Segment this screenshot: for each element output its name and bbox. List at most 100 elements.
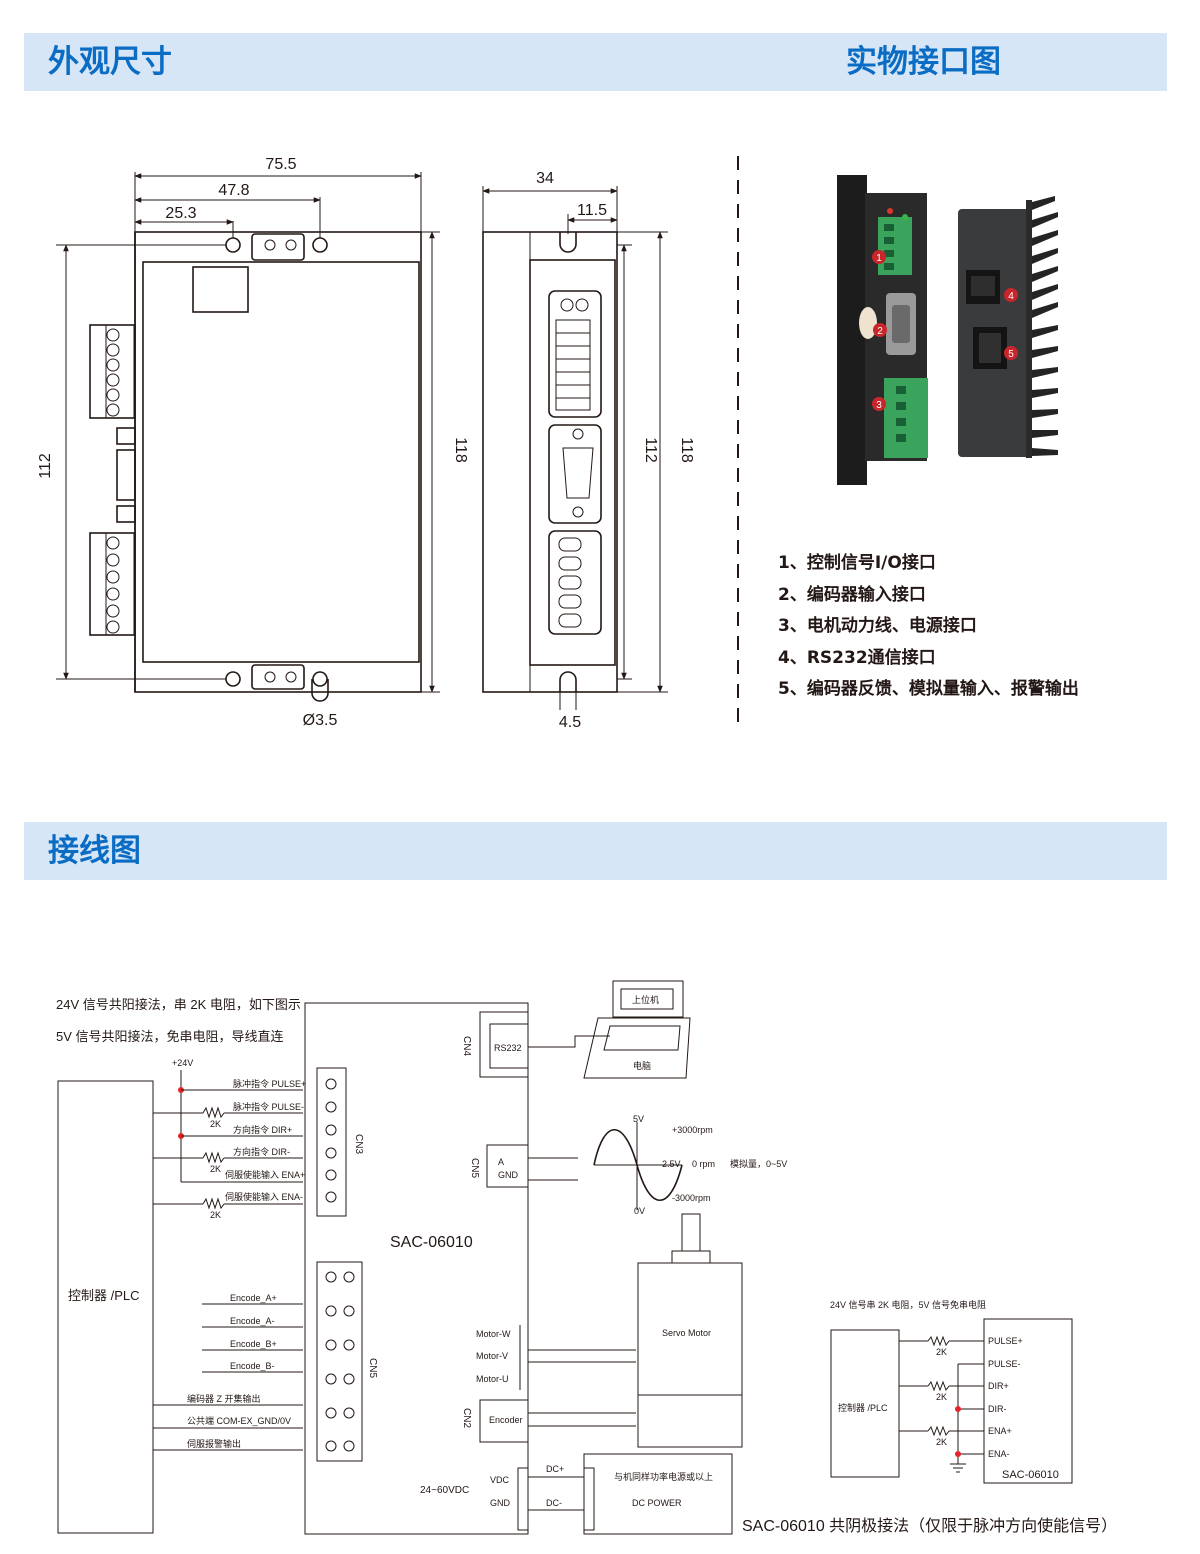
svg-text:DIR+: DIR+ bbox=[988, 1381, 1009, 1391]
photo-heatsink-fins bbox=[1032, 196, 1058, 456]
svg-text:伺服报警输出: 伺服报警输出 bbox=[187, 1438, 241, 1449]
svg-text:脉冲指令 PULSE-: 脉冲指令 PULSE- bbox=[233, 1101, 304, 1112]
section-header-dimensions: 外观尺寸 实物接口图 bbox=[24, 33, 1167, 91]
controller-label: 控制器 /PLC bbox=[68, 1288, 140, 1303]
svg-text:伺服使能输入 ENA+: 伺服使能输入 ENA+ bbox=[225, 1169, 305, 1180]
front-hole-top-right bbox=[312, 237, 328, 253]
interface-item-4: 4、RS232通信接口 bbox=[778, 647, 936, 668]
svg-text:GND: GND bbox=[498, 1170, 519, 1180]
svg-text:Encode_A+: Encode_A+ bbox=[230, 1293, 277, 1303]
cn5-signal-labels: Encode_A+ Encode_A- Encode_B+ Encode_B- … bbox=[187, 1293, 291, 1449]
rpm-neg-label: -3000rpm bbox=[672, 1193, 711, 1203]
svg-text:脉冲指令 PULSE+: 脉冲指令 PULSE+ bbox=[233, 1078, 306, 1089]
drive-model: SAC-06010 bbox=[390, 1234, 473, 1251]
svg-text:A: A bbox=[498, 1157, 504, 1167]
inset-controller-box bbox=[830, 1329, 900, 1478]
servo-motor-label: Servo Motor bbox=[662, 1328, 711, 1338]
servo-motor-body bbox=[637, 1262, 743, 1448]
analog-wave bbox=[593, 1122, 683, 1210]
dim-side-slot-offset: 11.5 bbox=[577, 202, 607, 219]
interface-legend: 1、控制信号I/O接口 2、编码器输入接口 3、电机动力线、电源接口 4、RS2… bbox=[778, 548, 1138, 706]
interface-item-1: 1、控制信号I/O接口 bbox=[778, 553, 936, 573]
encoder-port bbox=[479, 1399, 529, 1443]
dc-power-label: DC POWER bbox=[632, 1498, 682, 1508]
rs232-label: RS232 bbox=[494, 1043, 522, 1053]
inset-controller-label: 控制器 /PLC bbox=[838, 1402, 888, 1413]
analog-port bbox=[486, 1144, 529, 1188]
front-terminal-bottom bbox=[89, 532, 136, 636]
cn5-connector bbox=[316, 1261, 363, 1462]
dim-front-hole-spacing: 47.8 bbox=[218, 182, 249, 199]
photo-terminal-1 bbox=[878, 217, 912, 275]
drive-box bbox=[304, 1002, 529, 1535]
wiring-note-1: 24V 信号共阳接法，串 2K 电阻，如下图示 bbox=[56, 997, 301, 1012]
pc-icon: 上位机 电脑 bbox=[583, 980, 691, 1079]
svg-text:2K: 2K bbox=[936, 1347, 947, 1357]
dim-side-height-outer: 118 bbox=[678, 437, 695, 463]
controller-box bbox=[57, 1080, 154, 1534]
svg-text:Encode_B-: Encode_B- bbox=[230, 1361, 275, 1371]
marker-4: 4 bbox=[1008, 291, 1014, 302]
svg-text:ENA-: ENA- bbox=[988, 1449, 1010, 1459]
resistor-label-3: 2K bbox=[210, 1210, 221, 1220]
svg-text:Encode_A-: Encode_A- bbox=[230, 1316, 275, 1326]
cn2-label: CN2 bbox=[461, 1408, 472, 1428]
inset-caption: SAC-06010 共阴极接法（仅限于脉冲方向使能信号） bbox=[742, 1517, 1117, 1535]
front-hole-top-left bbox=[225, 237, 241, 253]
cn5b-label: CN5 bbox=[469, 1158, 480, 1178]
front-view: 75.5 47.8 25.3 112 118 Ø3.5 bbox=[37, 156, 469, 729]
svg-text:Encode_B+: Encode_B+ bbox=[230, 1339, 277, 1349]
photo-title: 实物接口图 bbox=[846, 44, 1001, 80]
inset-diagram: 24V 信号串 2K 电阻，5V 信号免串电阻 控制器 /PLC 2K 2K 2… bbox=[742, 1299, 1117, 1535]
dc-plus-label: DC+ bbox=[546, 1464, 564, 1474]
motor-v-label: Motor-V bbox=[476, 1351, 508, 1361]
marker-1: 1 bbox=[876, 253, 882, 264]
dim-front-hole-offset: 25.3 bbox=[165, 205, 196, 222]
dim-side-depth: 34 bbox=[536, 170, 554, 187]
svg-text:伺服使能输入 ENA-: 伺服使能输入 ENA- bbox=[225, 1191, 303, 1202]
wiring-title: 接线图 bbox=[48, 833, 141, 869]
front-label-window bbox=[192, 266, 249, 313]
front-outline bbox=[134, 231, 422, 693]
gnd-label: GND bbox=[490, 1498, 511, 1508]
product-photo: 1 2 3 4 5 bbox=[837, 175, 1058, 485]
marker-3: 3 bbox=[876, 400, 882, 411]
v5-label: 5V bbox=[633, 1114, 644, 1124]
cn3-connector bbox=[316, 1067, 347, 1217]
svg-text:公共端 COM-EX_GND/0V: 公共端 COM-EX_GND/0V bbox=[187, 1415, 291, 1426]
interface-item-5: 5、编码器反馈、模拟量输入、报警输出 bbox=[778, 679, 1079, 699]
analog-note: 模拟量，0~5V bbox=[730, 1158, 787, 1169]
v25-label: 2.5V bbox=[662, 1159, 681, 1169]
photo-markers: 1 2 3 4 5 bbox=[872, 250, 1018, 411]
pc-top-label: 上位机 bbox=[632, 994, 659, 1005]
svg-text:方向指令 DIR+: 方向指令 DIR+ bbox=[233, 1124, 292, 1135]
dc-power-box bbox=[583, 1453, 733, 1535]
section-header-wiring: 接线图 bbox=[24, 822, 1167, 880]
svg-text:方向指令 DIR-: 方向指令 DIR- bbox=[233, 1146, 290, 1157]
vdc-label: VDC bbox=[490, 1475, 510, 1485]
rs232-port bbox=[489, 1023, 529, 1069]
dim-front-height-outer: 118 bbox=[452, 437, 469, 463]
cn3-label: CN3 bbox=[353, 1134, 364, 1154]
cn4-label: CN4 bbox=[461, 1036, 472, 1056]
front-panel bbox=[142, 261, 420, 663]
inset-drive-box bbox=[983, 1318, 1073, 1484]
inset-note: 24V 信号串 2K 电阻，5V 信号免串电阻 bbox=[830, 1299, 986, 1310]
resistor-label-1: 2K bbox=[210, 1119, 221, 1129]
svg-text:2K: 2K bbox=[936, 1437, 947, 1447]
motor-shaft bbox=[681, 1213, 701, 1252]
dim-hole-diameter: Ø3.5 bbox=[303, 712, 338, 729]
dimensions-title: 外观尺寸 bbox=[48, 44, 172, 80]
cn5-label: CN5 bbox=[367, 1358, 378, 1378]
interface-item-3: 3、电机动力线、电源接口 bbox=[778, 616, 977, 636]
dim-side-height-inner: 112 bbox=[642, 437, 659, 463]
svg-text:PULSE-: PULSE- bbox=[988, 1359, 1021, 1369]
svg-text:编码器 Z 开集输出: 编码器 Z 开集输出 bbox=[187, 1393, 261, 1404]
front-db-port bbox=[116, 449, 136, 501]
vdc-range: 24~60VDC bbox=[420, 1485, 469, 1496]
v24-label: +24V bbox=[172, 1058, 193, 1068]
interface-item-2: 2、编码器输入接口 bbox=[778, 584, 926, 605]
marker-2: 2 bbox=[877, 326, 883, 337]
wiring-note-2: 5V 信号共阳接法，免串电阻，导线直连 bbox=[56, 1029, 284, 1044]
